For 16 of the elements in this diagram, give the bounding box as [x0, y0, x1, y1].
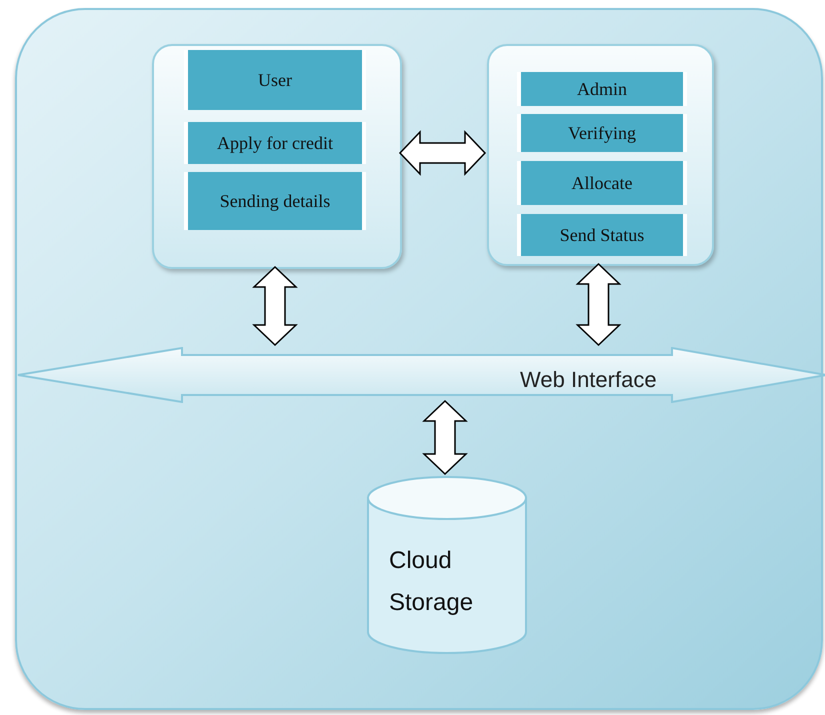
module-card	[152, 44, 402, 269]
double-block-arrow	[576, 262, 622, 346]
function-bar: Apply for credit	[184, 122, 366, 164]
double-block-arrow	[398, 130, 486, 176]
band-label: Web Interface	[520, 366, 657, 394]
double-block-arrow	[422, 400, 468, 476]
storage-label: Cloud Storage	[389, 546, 474, 618]
function-bar: Admin	[517, 72, 687, 106]
function-bar: Allocate	[517, 161, 687, 205]
system-panel	[15, 8, 823, 710]
function-bar: Sending details	[184, 172, 366, 230]
function-bar: Send Status	[517, 214, 687, 256]
double-block-arrow	[252, 266, 298, 346]
function-bar: Verifying	[517, 114, 687, 152]
function-bar: User	[184, 50, 366, 110]
module-card	[487, 44, 714, 266]
